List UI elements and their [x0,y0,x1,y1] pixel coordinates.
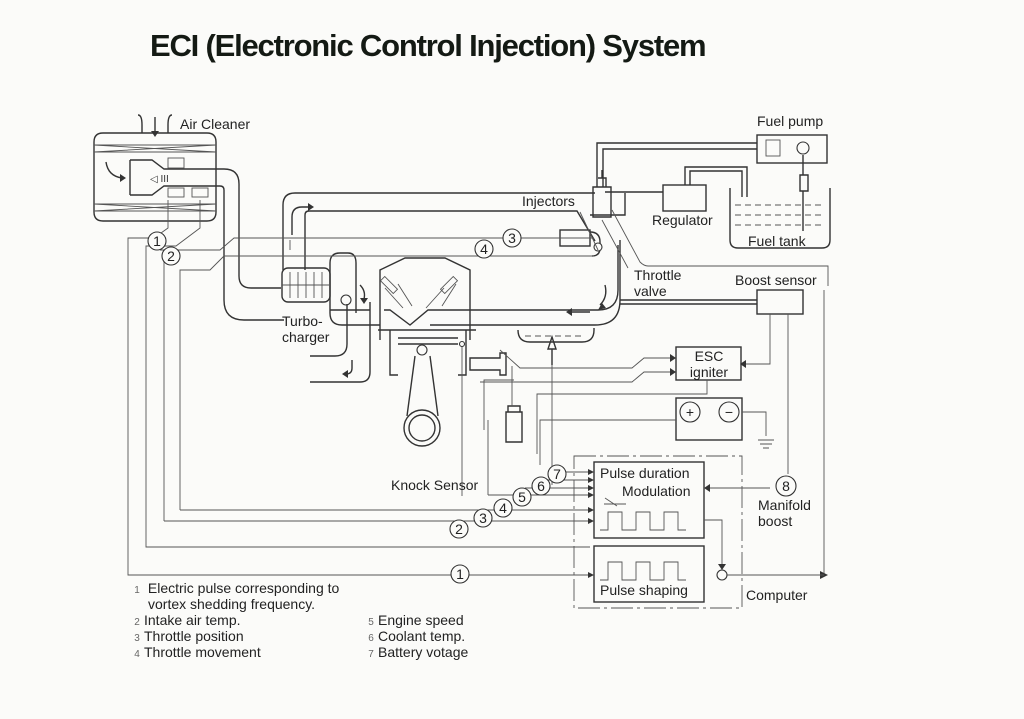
label-turbocharger: Turbo-charger [282,313,330,345]
air-cleaner: ◁ III [93,114,284,321]
svg-text:8: 8 [782,478,790,494]
computer [573,455,824,609]
battery-minus: − [725,404,733,420]
esc-igniter [480,346,742,454]
intake-ducts [282,192,621,326]
injector-assembly [559,170,829,286]
svg-text:1: 1 [456,566,464,582]
label-regulator: Regulator [652,212,713,228]
marker-6: 6 [531,476,551,496]
label-fuel-tank: Fuel tank [748,233,806,249]
svg-text:4: 4 [480,241,488,257]
marker-2-air: 2 [161,246,181,266]
marker-5: 5 [512,487,532,507]
marker-3-top: 3 [502,228,522,248]
coolant-jacket [517,328,595,485]
label-pulse-shaping: Pulse shaping [600,582,688,598]
svg-text:7: 7 [553,466,561,482]
svg-text:1: 1 [153,233,161,249]
legend-item-1-cont: vortex shedding frequency. [148,596,316,612]
svg-text:◁ III: ◁ III [150,174,169,185]
svg-text:3: 3 [479,510,487,526]
marker-1: 1 [450,564,470,584]
svg-text:2: 2 [455,521,463,537]
marker-8: 8 [775,475,797,497]
svg-text:4: 4 [499,500,507,516]
label-knock-sensor: Knock Sensor [391,477,479,493]
svg-text:2: 2 [167,248,175,264]
battery-plus: + [686,404,694,420]
turbocharger [281,267,371,383]
battery [539,397,774,465]
knock-sensor [458,340,523,496]
label-fuel-pump: Fuel pump [757,113,824,129]
marker-3: 3 [473,508,493,528]
signal-markers: 1 2 4 3 2 3 4 5 6 7 1 8 [147,228,797,584]
signal-wires [127,200,594,578]
marker-7: 7 [547,464,567,484]
svg-text:6: 6 [537,478,545,494]
legend-item-1: 1 Electric pulse corresponding to [134,580,340,596]
svg-text:3: 3 [508,230,516,246]
diagram-title: ECI (Electronic Control Injection) Syste… [150,28,707,63]
label-injectors: Injectors [522,193,575,209]
boost-sensor [620,289,828,579]
label-modulation: Modulation [622,483,691,499]
marker-2: 2 [449,519,469,539]
label-air-cleaner: Air Cleaner [180,116,251,132]
marker-1-air: 1 [147,231,167,251]
label-boost-sensor: Boost sensor [735,272,817,288]
label-computer: Computer [746,587,808,603]
marker-4: 4 [493,498,513,518]
legend-left: 1 Electric pulse corresponding to vortex… [130,580,339,660]
label-pulse-duration: Pulse duration [600,465,690,481]
engine-block [378,257,476,447]
fuel-system [596,134,831,249]
marker-4-top: 4 [474,239,494,259]
svg-text:5: 5 [518,489,526,505]
